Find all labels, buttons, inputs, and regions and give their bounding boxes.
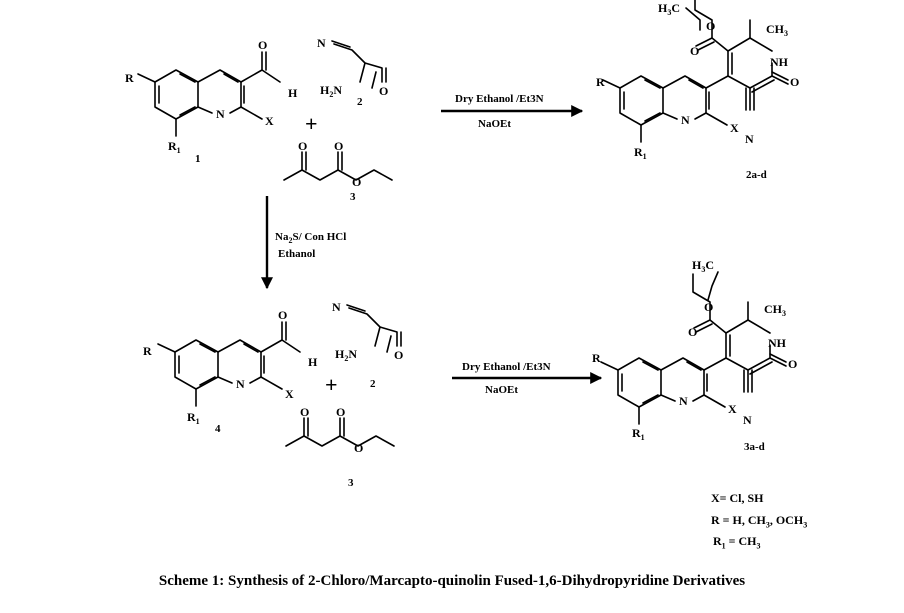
atom-r1: R1 xyxy=(168,139,181,155)
atom-n-4: N xyxy=(236,377,245,391)
atom-r-p2: R xyxy=(596,75,605,89)
ethyl-acetoacetate-3-row2 xyxy=(285,417,395,447)
atom-o-4: O xyxy=(278,308,287,322)
atom-n-cyano-2: N xyxy=(332,300,341,314)
atom-o-ester2-p2: O xyxy=(706,19,715,33)
atom-o-carbonyl-p3: O xyxy=(788,357,797,371)
atom-o-ester-link-2: O xyxy=(354,441,363,455)
cyanoacetamide-2 xyxy=(331,40,387,89)
plus-sign: + xyxy=(305,111,318,136)
atom-n-p2: N xyxy=(681,113,690,127)
condition-bottom-2: NaOEt xyxy=(485,384,518,396)
atom-x: X xyxy=(265,114,274,128)
compound-label-2a-d: 2a-d xyxy=(746,169,767,181)
atom-o-amide: O xyxy=(379,84,388,98)
quinoline-aldehyde-4 xyxy=(157,321,301,407)
atom-o-ester: O xyxy=(334,139,343,153)
atom-o-ester-2: O xyxy=(336,405,345,419)
compound-label-3-row2: 3 xyxy=(348,477,354,489)
atom-h-4: H xyxy=(308,355,318,369)
atom-o-ester-link: O xyxy=(352,175,361,189)
product-2a-d xyxy=(602,0,789,143)
atom-r1-4: R1 xyxy=(187,410,200,426)
atom-n-nitrile-p2: N xyxy=(745,132,754,146)
atom-o-ester1-p3: O xyxy=(688,325,697,339)
ethyl-acetoacetate-3 xyxy=(283,151,393,181)
atom-h2n-2: H2N xyxy=(335,347,357,363)
compound-label-2: 2 xyxy=(357,96,363,108)
condition-top-1: Dry Ethanol /Et3N xyxy=(455,93,544,105)
atom-r1-p3: R1 xyxy=(632,426,645,442)
product-3a-d xyxy=(600,273,787,425)
atom-n: N xyxy=(216,107,225,121)
condition-down-1: Na2S/ Con HCl xyxy=(275,231,346,245)
atom-ch3-p3: CH3 xyxy=(764,302,786,318)
compound-label-2-row2: 2 xyxy=(370,378,376,390)
atom-n-p3: N xyxy=(679,394,688,408)
compound-label-3: 3 xyxy=(350,191,356,203)
atom-o-ester2-p3: O xyxy=(704,300,713,314)
atom-o-ester1-p2: O xyxy=(690,44,699,58)
atom-x-p3: X xyxy=(728,402,737,416)
atom-r1-p2: R1 xyxy=(634,145,647,161)
atom-h: H xyxy=(288,86,298,100)
atom-r-4: R xyxy=(143,344,152,358)
cyanoacetamide-2-row2 xyxy=(346,304,402,353)
quinoline-aldehyde-1 xyxy=(137,51,281,137)
ethyl-bond-p2 xyxy=(685,7,701,31)
atom-r-p3: R xyxy=(592,351,601,365)
scheme-caption: Scheme 1: Synthesis of 2-Chloro/Marcapto… xyxy=(158,573,746,589)
legend-r1: R1 = CH3 xyxy=(713,534,761,551)
compound-label-3a-d: 3a-d xyxy=(744,441,765,453)
atom-n-nitrile-p3: N xyxy=(743,413,752,427)
atom-o-keto-2: O xyxy=(300,405,309,419)
atom-ch3-p2: CH3 xyxy=(766,22,788,38)
legend-x: X= Cl, SH xyxy=(711,491,764,505)
atom-o-amide-2: O xyxy=(394,348,403,362)
atom-r: R xyxy=(125,71,134,85)
condition-top-2: NaOEt xyxy=(478,118,511,130)
atom-h3c-p3: H3C xyxy=(692,258,714,274)
atom-h2n: H2N xyxy=(320,83,342,99)
compound-label-4: 4 xyxy=(215,423,221,435)
atom-nh-p2: NH xyxy=(770,55,789,69)
atom-x-4: X xyxy=(285,387,294,401)
atom-x-p2: X xyxy=(730,121,739,135)
condition-down-2: Ethanol xyxy=(278,248,315,260)
ethyl-bond-p3 xyxy=(707,271,719,301)
atom-n-cyano: N xyxy=(317,36,326,50)
atom-h3c-p2: H3C xyxy=(658,1,680,17)
atom-nh-p3: NH xyxy=(768,336,787,350)
compound-label-1: 1 xyxy=(195,153,201,165)
atom-o-keto: O xyxy=(298,139,307,153)
atom-o: O xyxy=(258,38,267,52)
plus-sign-2: + xyxy=(325,372,338,397)
atom-o-carbonyl-p2: O xyxy=(790,75,799,89)
legend-r: R = H, CH3, OCH3 xyxy=(711,513,808,530)
condition-bottom-1: Dry Ethanol /Et3N xyxy=(462,361,551,373)
